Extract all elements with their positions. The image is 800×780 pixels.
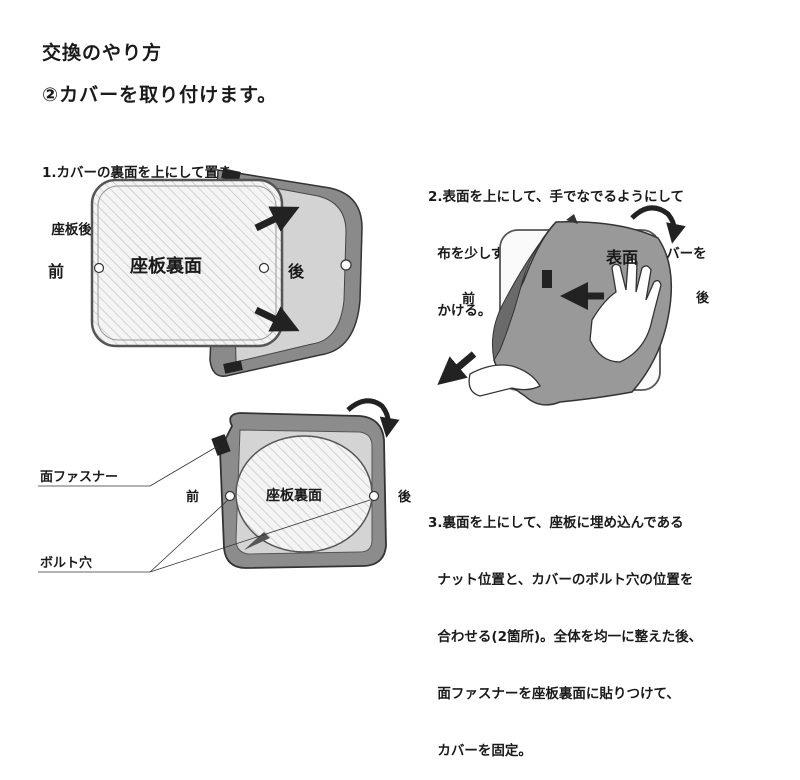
fastener-tab [211,434,231,456]
illustrations [38,168,686,573]
rotate-arrow-icon [630,205,686,244]
step1-line1: 1.カバーの裏面を上にして置き、 [42,165,245,181]
fastener-callout: 面ファスナー [40,470,119,485]
hand-icon [589,258,662,363]
callout-line [149,445,219,487]
seat-board [90,178,284,348]
fastener-tab [223,360,243,374]
bolt-hole-callout: ボルト穴 [40,556,93,571]
step2-line1: 2.表面を上にして、手でなでるようにして [428,189,685,205]
step3-line4: 面ファスナーを座板裏面に貼りつけて、 [428,686,680,702]
step1-illustration [90,168,363,377]
arrow-icon [254,206,300,232]
step1-front-label: 前 [48,262,65,281]
step3-line5: カバーを固定。 [428,743,532,759]
callout-line [149,499,371,573]
fastener-tab [542,270,552,288]
arrow-icon [437,351,477,386]
rotate-arrow-icon [346,398,400,438]
step2-front-label: 前 [462,292,476,307]
cover-corner [566,214,578,224]
step2-illustration [437,205,686,406]
cover-flap [244,532,270,550]
step3-line3: 合わせる(2箇所)。全体を均一に整えた後、 [428,629,703,645]
bolt-hole-icon [93,262,105,274]
section-subtitle: ②カバーを取り付けます。 [42,84,278,106]
step1-board-label: 座板裏面 [130,256,202,277]
step3-line2: ナット位置と、カバーのボルト穴の位置を [428,572,694,588]
hand-icon [468,364,541,397]
step3-illustration [38,398,400,573]
bolt-hole-icon [340,259,352,271]
fastener-tab [221,168,241,182]
step3-line1: 3.裏面を上にして、座板に埋め込んである [428,515,684,531]
bolt-hole-icon [368,490,380,502]
callout-line [149,499,229,573]
cover-fold [491,221,557,362]
page-title: 交換のやり方 [42,42,163,64]
step2-surface-label: 表面 [606,248,639,267]
bolt-hole-icon [258,262,270,274]
step2-rear-label: 後 [696,291,710,306]
step3-rear-label: 後 [398,490,412,505]
step2-line3: かける。 [428,303,492,319]
step3-board-label: 座板裏面 [266,488,322,504]
bolt-hole-icon [224,490,236,502]
step1-rear-label: 後 [288,262,305,281]
step3-front-label: 前 [186,490,200,505]
arrow-icon [254,306,300,332]
